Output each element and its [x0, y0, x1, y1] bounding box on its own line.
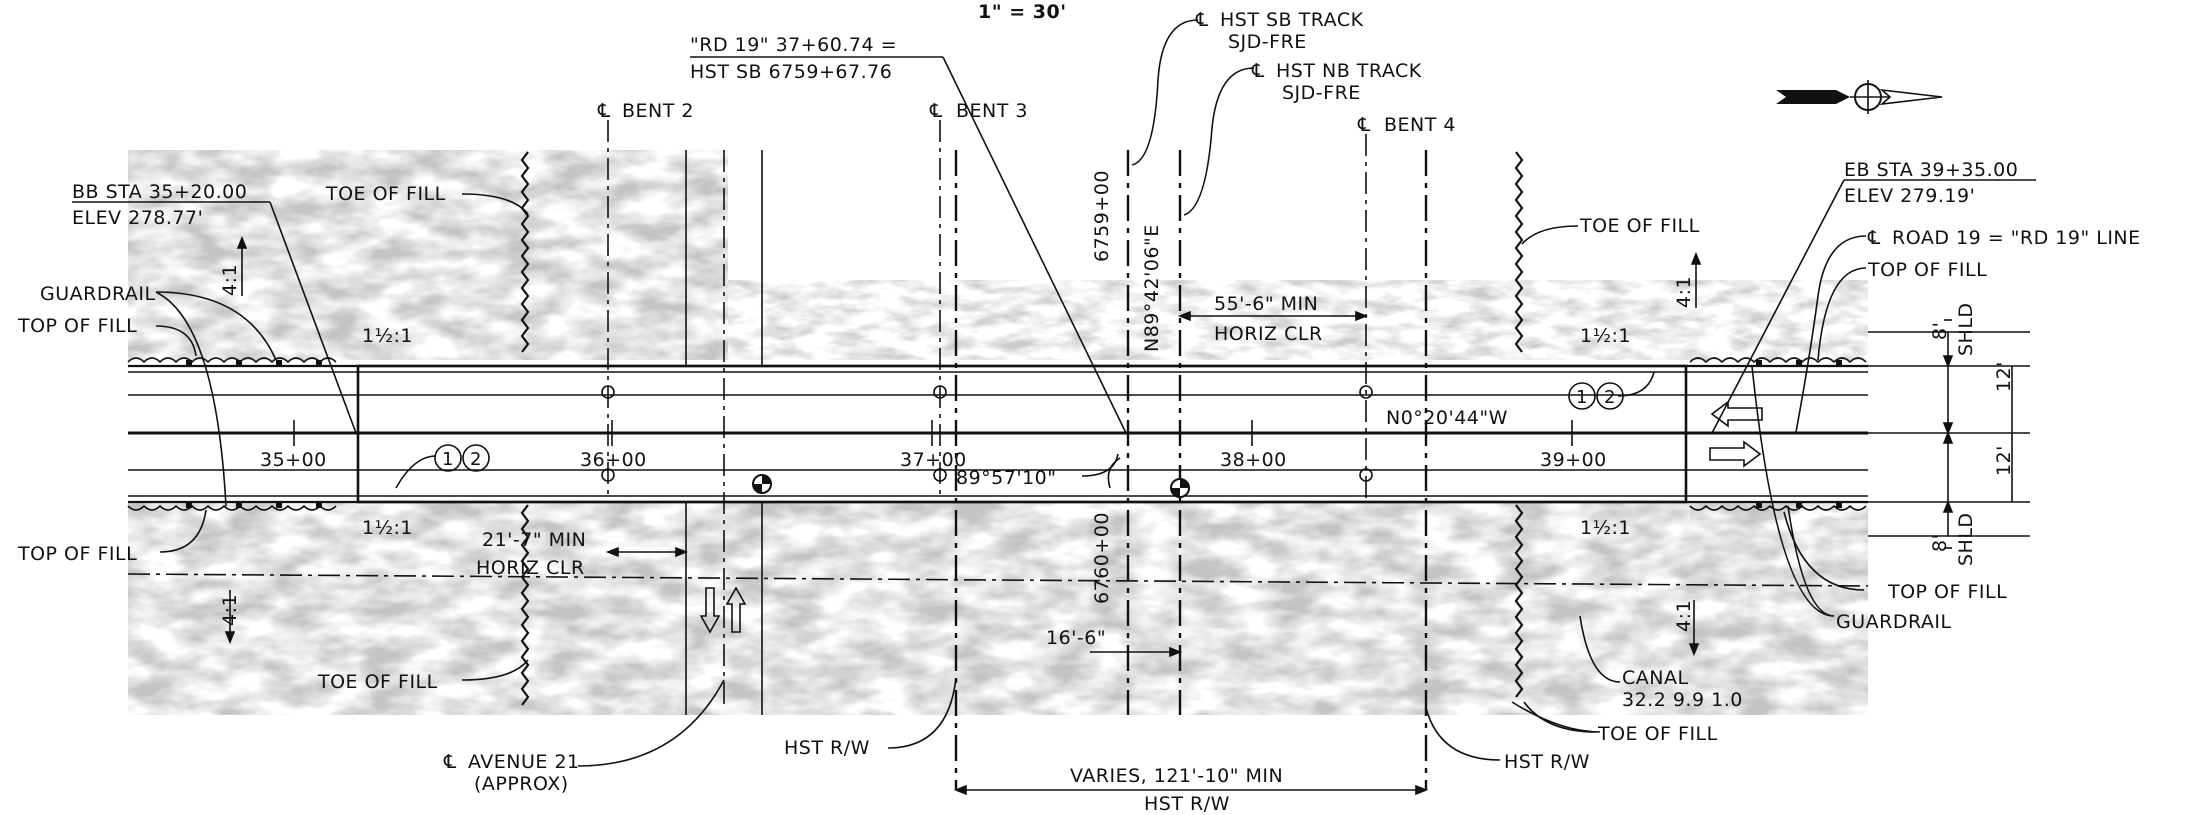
note-1-b: 1 [1576, 387, 1587, 408]
centerlines [601, 120, 1428, 790]
top-of-fill-label-3: TOP OF FILL [1867, 259, 1987, 281]
hst-nb-ctr-symbol: ℄ [1251, 60, 1265, 82]
road-bearing-label: N0°20'44"W [1386, 407, 1508, 429]
canal-label: CANAL [1622, 667, 1689, 689]
slope-112-label-2: 1½:1 [362, 517, 413, 539]
horiz-clr-label-1: HORIZ CLR [1214, 323, 1323, 345]
avenue-and-canal [127, 150, 1869, 715]
note-circles [434, 382, 1624, 472]
canal-values: 32.2 9.9 1.0 [1622, 689, 1743, 711]
guardrail-label-2: GUARDRAIL [1836, 611, 1952, 633]
survey-marker-1 [752, 474, 772, 494]
rd19-equation-line1: "RD 19" 37+60.74 = [690, 34, 897, 56]
north-arrow-icon [1776, 80, 1943, 114]
bent4-label: BENT 4 [1384, 114, 1456, 136]
station-39: 39+00 [1540, 449, 1607, 471]
rd19-equation-line2: HST SB 6759+67.76 [690, 61, 892, 83]
slope-label-4: 4:1 [1673, 600, 1695, 632]
slope-label-2: 4:1 [219, 594, 241, 626]
hst-station-6759: 6759+00 [1091, 170, 1113, 262]
hst-sb-track-sub: SJD-FRE [1228, 31, 1307, 53]
station-35: 35+00 [260, 449, 327, 471]
toe-of-fill-label-4: TOE OF FILL [1597, 723, 1718, 745]
bb-elevation-label: ELEV 278.77' [72, 207, 203, 229]
bent2-ctr-symbol: ℄ [597, 100, 611, 122]
scale-label: 1" = 30' [978, 1, 1067, 23]
clearance-16-label: 16'-6" [1046, 627, 1106, 649]
slope-label-3: 4:1 [1673, 276, 1695, 308]
horiz-clr-21-label: 21'-7" MIN [482, 529, 586, 551]
top-of-fill-label-2: TOP OF FILL [17, 543, 137, 565]
hst-sb-track-label: HST SB TRACK [1220, 9, 1364, 31]
road-deck [128, 364, 1868, 504]
hst-station-6760: 6760+00 [1091, 512, 1113, 604]
slope-arrows [224, 235, 1702, 657]
hst-rw-label-2: HST R/W [1504, 751, 1590, 773]
top-of-fill-label-4: TOP OF FILL [1887, 581, 2007, 603]
hst-sb-ctr-symbol: ℄ [1195, 9, 1209, 31]
eb-station-label: EB STA 39+35.00 [1844, 159, 2018, 181]
slope-112-label-4: 1½:1 [1580, 517, 1631, 539]
road19-line-label: ROAD 19 = "RD 19" LINE [1892, 227, 2141, 249]
shoulder-label-bottom: SHLD [1955, 512, 1977, 566]
toe-of-fill-label-2: TOE OF FILL [1579, 215, 1700, 237]
hst-rw-label-3: HST R/W [1144, 793, 1230, 815]
shoulder-label-top: SHLD [1955, 302, 1977, 356]
bent4-ctr-symbol: ℄ [1357, 114, 1371, 136]
bent2-label: BENT 2 [622, 100, 694, 122]
slope-label-1: 4:1 [219, 264, 241, 296]
lane-arrows [1709, 400, 1763, 468]
station-38: 38+00 [1220, 449, 1287, 471]
top-of-fill-label-1: TOP OF FILL [17, 315, 137, 337]
leader-lines [72, 19, 2036, 796]
bent3-label: BENT 3 [956, 100, 1028, 122]
note-1-a: 1 [442, 449, 453, 470]
hst-nb-track-label: HST NB TRACK [1276, 60, 1422, 82]
station-36: 36+00 [580, 449, 647, 471]
horiz-clr-55-label: 55'-6" MIN [1214, 293, 1318, 315]
slope-112-label-3: 1½:1 [1580, 325, 1631, 347]
station-37: 37+00 [900, 449, 967, 471]
varies-dim-label: VARIES, 121'-10" MIN [1070, 765, 1283, 787]
skew-angle-label: 89°57'10" [956, 467, 1057, 489]
survey-marker-2 [1170, 478, 1190, 498]
avenue21-label: AVENUE 21 [468, 751, 580, 773]
shoulder-dim-top: 8' [1929, 322, 1951, 340]
hst-rw-label-1: HST R/W [784, 737, 870, 759]
toe-of-fill-label-3: TOE OF FILL [317, 671, 438, 693]
hst-bearing-label: N89°42'06"E [1141, 224, 1163, 352]
road19-ctr-symbol: ℄ [1867, 227, 1881, 249]
note-2-b: 2 [1604, 387, 1615, 408]
guardrail-label-1: GUARDRAIL [40, 283, 156, 305]
slope-112-label-1: 1½:1 [362, 325, 413, 347]
eb-elevation-label: ELEV 279.19' [1844, 185, 1975, 207]
toe-of-fill-lines [127, 151, 1867, 706]
bb-station-label: BB STA 35+20.00 [72, 181, 247, 203]
lane-dim-bottom: 12' [1993, 445, 2015, 476]
avenue21-ctr-symbol: ℄ [443, 751, 457, 773]
hst-nb-track-sub: SJD-FRE [1282, 82, 1361, 104]
horiz-clr-label-2: HORIZ CLR [476, 557, 585, 579]
note-2-a: 2 [470, 449, 481, 470]
shoulder-dim-bottom: 8' [1929, 534, 1951, 552]
lane-dim-top: 12' [1993, 361, 2015, 392]
avenue21-approx: (APPROX) [474, 773, 569, 795]
bent3-ctr-symbol: ℄ [929, 100, 943, 122]
toe-of-fill-label-1: TOE OF FILL [325, 183, 446, 205]
